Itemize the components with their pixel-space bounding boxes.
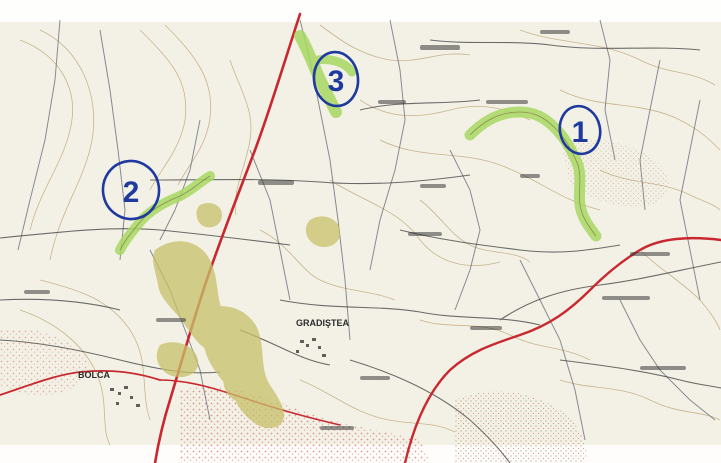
place-label-gradistea: GRADIŞTEA [296, 318, 350, 328]
marker-2[interactable]: 2 [99, 157, 163, 222]
label-marks [24, 30, 686, 430]
marker-1-label: 1 [572, 116, 589, 149]
marker-1[interactable]: 1 [555, 102, 604, 157]
marker-2-label: 2 [123, 176, 140, 209]
route-3 [294, 30, 342, 118]
forest-patches [153, 203, 341, 429]
marker-3-label: 3 [328, 65, 345, 98]
marker-3[interactable]: 3 [311, 50, 360, 108]
contour-lines [19, 24, 721, 446]
place-label-bolca: BOLCA [78, 370, 110, 380]
settlement-symbols [110, 338, 326, 407]
